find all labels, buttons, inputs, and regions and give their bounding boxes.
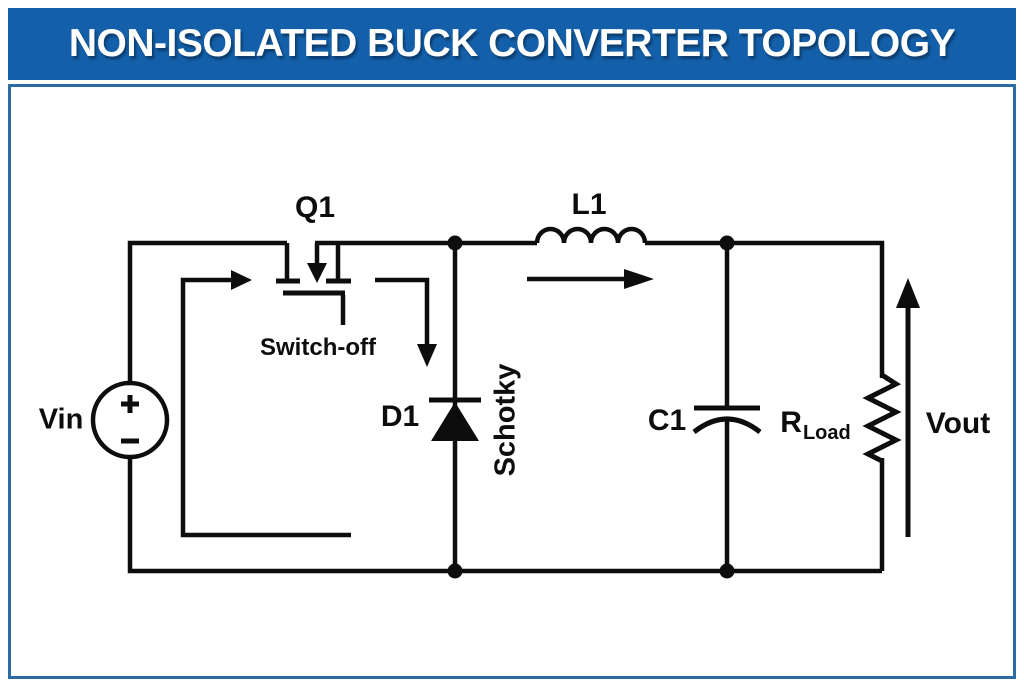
top-left-wire <box>127 240 287 384</box>
page-title: NON-ISOLATED BUCK CONVERTER TOPOLOGY <box>68 22 956 65</box>
q1-current-arrow-icon <box>307 263 327 283</box>
junction-dot <box>447 563 463 579</box>
label-r-load-sub: Load <box>802 422 851 444</box>
junction-dot <box>719 235 735 251</box>
label-c1: C1 <box>647 404 687 437</box>
capacitor-plate-curved <box>692 416 762 434</box>
label-l1: L1 <box>571 188 607 221</box>
title-bar: NON-ISOLATED BUCK CONVERTER TOPOLOGY <box>8 8 1016 80</box>
label-switch-off: Switch-off <box>260 334 376 361</box>
current-arrow-right-icon <box>231 270 252 290</box>
current-arrow-down-icon <box>417 344 437 367</box>
bottom-wire <box>127 457 882 574</box>
vout-arrow-icon <box>896 278 920 308</box>
junction-dot <box>719 563 735 579</box>
label-r-load-main: R <box>780 406 802 439</box>
label-d1: D1 <box>380 400 420 433</box>
inductor-current-arrow-icon <box>624 269 654 289</box>
label-r-load: RLoad <box>780 406 850 444</box>
diode-triangle <box>431 402 479 441</box>
inductor-coil <box>534 226 648 244</box>
current-path-to-diode <box>375 277 430 345</box>
junction-dot <box>447 235 463 251</box>
switch-off-loop-wire <box>180 277 351 538</box>
diagram-canvas <box>8 84 1016 679</box>
plus-sign-icon <box>121 395 139 413</box>
label-vout: Vout <box>925 407 991 440</box>
vin-source-circle <box>90 380 170 460</box>
label-schottky: Schotky <box>489 363 522 477</box>
label-q1: Q1 <box>294 191 336 224</box>
label-vin: Vin <box>38 403 84 436</box>
resistor-zigzag <box>862 372 902 464</box>
top-right-wire <box>645 240 885 378</box>
